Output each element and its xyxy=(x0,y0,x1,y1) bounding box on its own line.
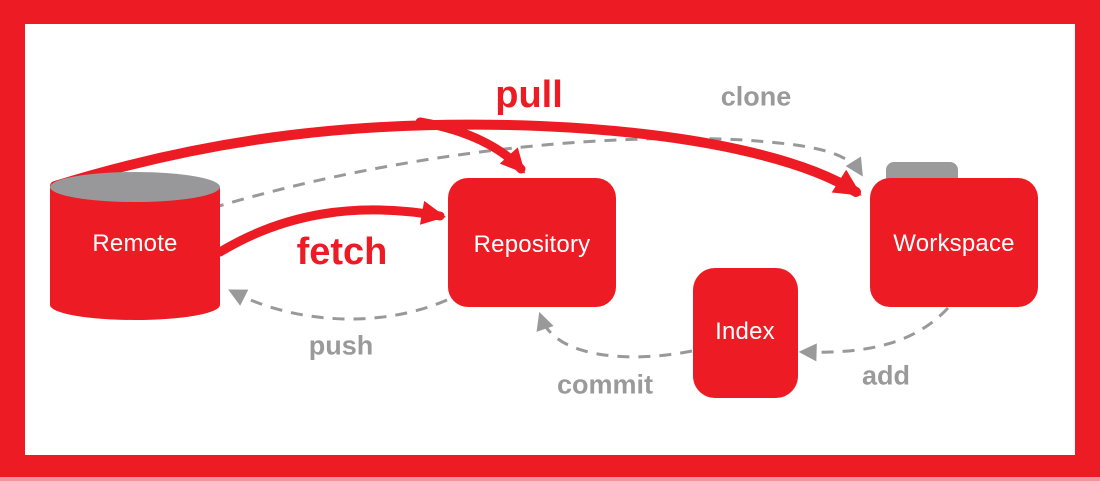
frame-left xyxy=(0,0,25,481)
clone-arrow xyxy=(211,136,863,210)
fetch-label: fetch xyxy=(296,231,388,273)
clone-label: clone xyxy=(720,81,792,112)
fetch-arrow xyxy=(215,200,446,257)
frame-bottom xyxy=(0,455,1100,481)
index-box xyxy=(693,268,798,398)
workspace-node xyxy=(870,162,1038,307)
frame-bottom-strip xyxy=(0,477,1100,481)
index-node xyxy=(693,268,798,398)
repository-node xyxy=(448,178,616,307)
add-label: add xyxy=(861,360,911,391)
frame-top xyxy=(0,0,1100,24)
commit-arrow xyxy=(536,311,693,359)
push-label: push xyxy=(308,330,374,361)
nodes xyxy=(50,162,1038,398)
pull-arrow xyxy=(50,119,862,197)
repository-box xyxy=(448,178,616,307)
push-arrow xyxy=(228,289,448,321)
workspace-label: Workspace xyxy=(893,230,1015,257)
index-label: Index xyxy=(715,318,775,345)
frame-right xyxy=(1075,0,1100,481)
add-arrow xyxy=(798,306,950,362)
remote-node xyxy=(50,172,220,320)
remote-cylinder-body xyxy=(50,187,220,320)
remote-cylinder-top xyxy=(50,172,220,202)
repository-label: Repository xyxy=(473,231,591,258)
arrows xyxy=(50,117,950,362)
commit-label: commit xyxy=(556,369,654,400)
workspace-folder-body xyxy=(870,178,1038,307)
remote-label: Remote xyxy=(92,230,178,257)
pull-label: pull xyxy=(495,74,563,116)
